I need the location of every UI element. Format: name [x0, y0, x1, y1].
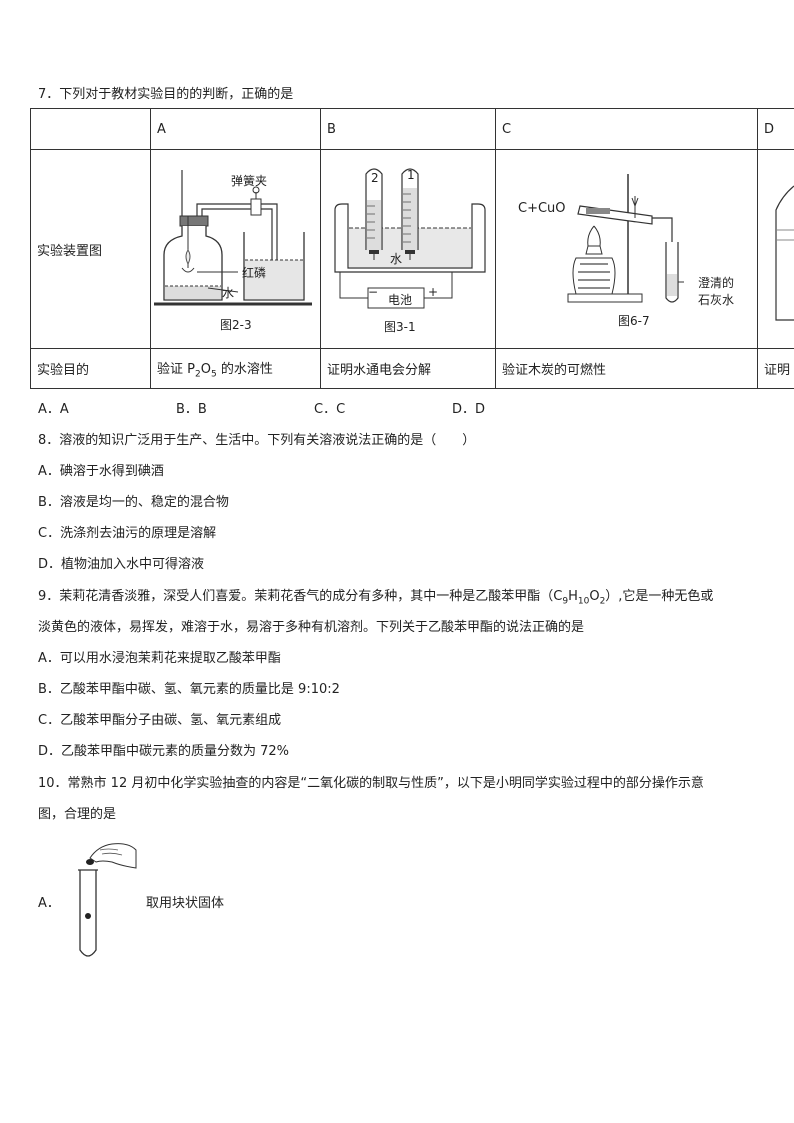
purpose-d: 证明 — [757, 348, 794, 389]
row-label-purpose: 实验目的 — [30, 348, 151, 389]
purpose-c: 验证木炭的可燃性 — [495, 348, 758, 389]
table-header-row: A B C D — [30, 108, 794, 150]
water-label-a: 水 — [222, 286, 235, 300]
battery-label: 电池 — [388, 293, 413, 307]
limewater-label-1: 澄清的 — [698, 276, 735, 290]
row-label-apparatus: 实验装置图 — [30, 149, 151, 349]
q8-stem: 8．溶液的知识广泛用于生产、生活中。下列有关溶液说法正确的是（ ） — [38, 433, 476, 448]
q9-option-a: A．可以用水浸泡茉莉花来提取乙酸苯甲酯 — [38, 651, 281, 666]
q7-option-b: B．B — [176, 402, 207, 417]
q10-option-a-text: 取用块状固体 — [146, 896, 225, 911]
tube-2-label: 2 — [371, 171, 379, 185]
header-cell-b: B — [320, 108, 496, 150]
water-label-b: 水 — [390, 252, 403, 266]
q9-stem-line1: 9．茉莉花清香淡雅，深受人们喜爱。茉莉花香气的成分有多种，其中一种是乙酸苯甲酯（… — [38, 589, 714, 607]
q9-option-c: C．乙酸苯甲酯分子由碳、氢、氧元素组成 — [38, 713, 282, 728]
q10-stem-line2: 图，合理的是 — [38, 807, 117, 822]
figure-2-3 — [152, 160, 317, 340]
table-purpose-row: 实验目的 验证 P2O5 的水溶性 证明水通电会分解 验证木炭的可燃性 证明 — [30, 348, 794, 389]
q8-option-a: A．碘溶于水得到碘酒 — [38, 464, 164, 479]
figure-6-7 — [560, 170, 700, 310]
minus-sign: − — [368, 285, 379, 299]
limewater-label-2: 石灰水 — [698, 293, 735, 307]
figure-3-1 — [330, 160, 490, 320]
header-cell-d: D — [757, 108, 794, 150]
q10-option-a-letter: A． — [38, 896, 60, 911]
q10-stem-line1: 10．常熟市 12 月初中化学实验抽查的内容是“二氧化碳的制取与性质”，以下是小… — [38, 776, 704, 791]
reactant-label: C+CuO — [518, 201, 566, 216]
header-cell-c: C — [495, 108, 758, 150]
q8-option-d: D．植物油加入水中可得溶液 — [38, 557, 205, 572]
q8-option-b: B．溶液是均一的、稳定的混合物 — [38, 495, 229, 510]
q7-option-a: A．A — [38, 402, 69, 417]
q8-option-c: C．洗涤剂去油污的原理是溶解 — [38, 526, 217, 541]
q7-stem: 7．下列对于教材实验目的的判断，正确的是 — [38, 87, 294, 102]
caption-6-7: 图6-7 — [618, 314, 650, 328]
q9-option-b: B．乙酸苯甲酯中碳、氢、氧元素的质量比是 9:10:2 — [38, 682, 340, 697]
phosphorus-label: 红磷 — [242, 266, 267, 280]
q9-stem-line2: 淡黄色的液体，易挥发，难溶于水，易溶于多种有机溶剂。下列关于乙酸苯甲酯的说法正确… — [38, 620, 585, 635]
caption-2-3: 图2-3 — [220, 318, 252, 332]
caption-3-1: 图3-1 — [384, 320, 416, 334]
header-cell-a: A — [150, 108, 321, 150]
plus-sign: + — [428, 285, 439, 299]
test-tube-hand-figure — [72, 838, 142, 962]
q7-option-d: D．D — [452, 402, 486, 417]
purpose-a: 验证 P2O5 的水溶性 — [150, 348, 321, 389]
figure-d-bottle — [768, 180, 794, 330]
purpose-b: 证明水通电会分解 — [320, 348, 496, 389]
tube-1-label: 1 — [407, 168, 415, 182]
q9-option-d: D．乙酸苯甲酯中碳元素的质量分数为 72% — [38, 744, 290, 759]
header-cell-empty — [30, 108, 151, 150]
q7-option-c: C．C — [314, 402, 346, 417]
clip-label: 弹簧夹 — [231, 174, 268, 188]
